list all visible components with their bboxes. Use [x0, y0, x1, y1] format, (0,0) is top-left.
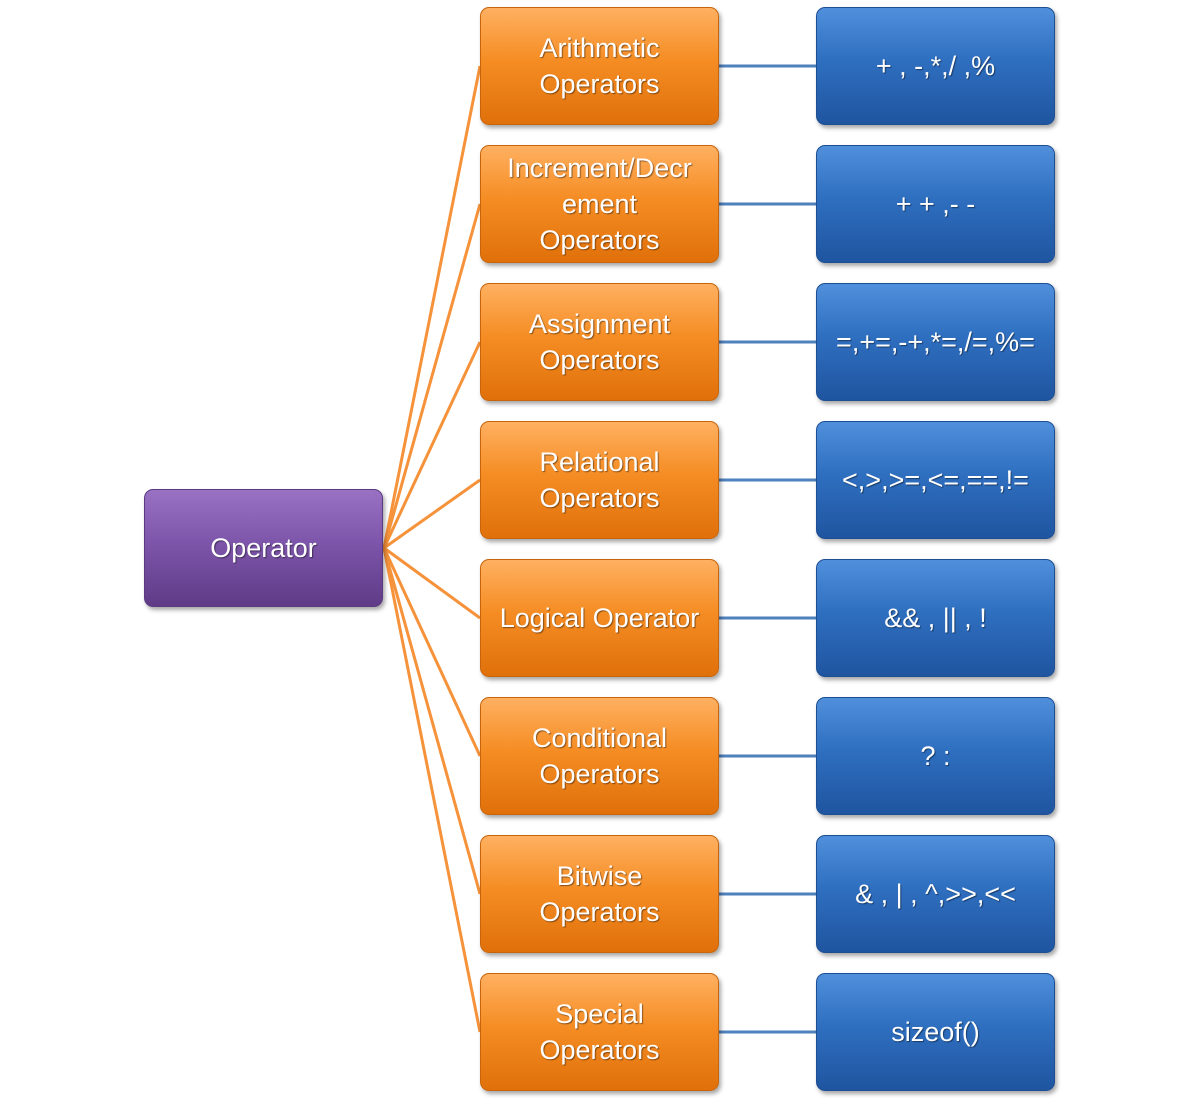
category-node-conditional: Conditional Operators [480, 697, 719, 815]
symbol-label-special: sizeof() [891, 1017, 980, 1047]
symbol-node-increment-decrement: + + ,- - [816, 145, 1055, 263]
category-node-relational: Relational Operators [480, 421, 719, 539]
symbol-node-bitwise: & , | , ^,>>,<< [816, 835, 1055, 953]
symbol-node-arithmetic: + , -,*,/ ,% [816, 7, 1055, 125]
symbol-node-logical: && , || , ! [816, 559, 1055, 677]
symbol-node-conditional: ? : [816, 697, 1055, 815]
category-label-relational: Relational Operators [539, 447, 660, 513]
symbol-node-assignment: =,+=,-+,*=,/=,%= [816, 283, 1055, 401]
symbol-label-arithmetic: + , -,*,/ ,% [875, 51, 996, 81]
symbol-node-relational: <,>,>=,<=,==,!= [816, 421, 1055, 539]
root-connector-special [382, 547, 482, 1033]
root-connector-conditional [382, 547, 482, 757]
category-node-bitwise: Bitwise Operators [480, 835, 719, 953]
category-label-bitwise: Bitwise Operators [539, 861, 660, 927]
category-node-assignment: Assignment Operators [480, 283, 719, 401]
category-node-special: Special Operators [480, 973, 719, 1091]
root-connector-assignment [382, 341, 482, 549]
category-label-conditional: Conditional Operators [531, 723, 668, 789]
root-node-label: Operator [210, 533, 317, 563]
category-label-logical: Logical Operator [499, 603, 700, 633]
symbol-label-bitwise: & , | , ^,>>,<< [855, 879, 1016, 909]
root-connector-bitwise [382, 547, 482, 895]
root-connector-relational [383, 478, 481, 550]
symbol-connector-group [719, 64, 816, 1034]
symbol-node-special: sizeof() [816, 973, 1055, 1091]
root-connector-increment-decrement [382, 203, 482, 549]
root-connector-arithmetic [382, 65, 482, 549]
root-connector-group [382, 65, 482, 1033]
category-node-logical: Logical Operator [480, 559, 719, 677]
symbol-label-logical: && , || , ! [884, 603, 987, 633]
symbol-label-increment-decrement: + + ,- - [895, 189, 976, 219]
symbol-label-relational: <,>,>=,<=,==,!= [842, 465, 1029, 495]
category-label-arithmetic: Arithmetic Operators [539, 33, 660, 99]
symbol-label-conditional: ? : [920, 741, 951, 771]
category-node-arithmetic: Arithmetic Operators [480, 7, 719, 125]
symbol-label-assignment: =,+=,-+,*=,/=,%= [836, 327, 1035, 357]
root-node-operator: Operator [144, 489, 383, 607]
category-node-increment-decrement: Increment/Decr ement Operators [480, 145, 719, 263]
root-connector-logical [383, 546, 481, 620]
category-label-assignment: Assignment Operators [528, 309, 671, 375]
category-label-special: Special Operators [539, 999, 660, 1065]
category-label-increment-decrement: Increment/Decr ement Operators [507, 153, 692, 255]
